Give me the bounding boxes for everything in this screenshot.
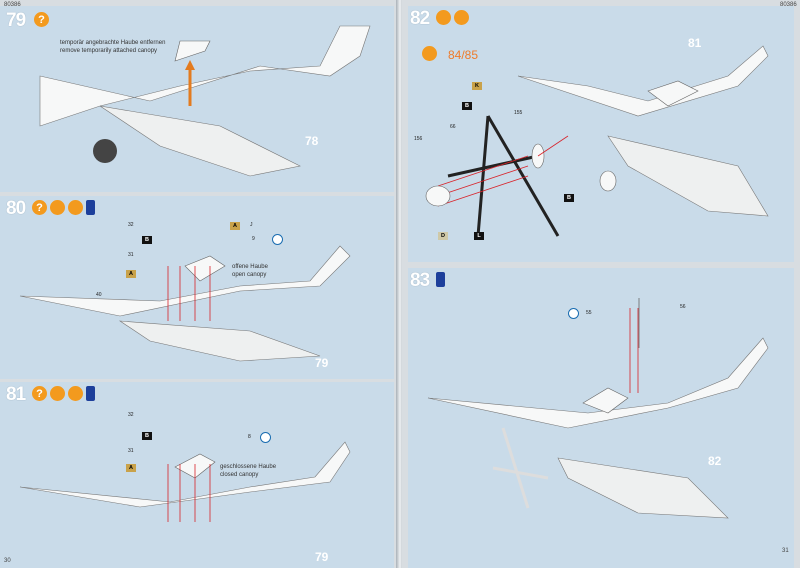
part-number: 155 — [514, 110, 523, 116]
page-number: 31 — [782, 548, 789, 554]
step-79-ref: 78 — [305, 134, 319, 148]
header-code: 80386 — [4, 2, 21, 8]
part-number: 8 — [248, 434, 251, 440]
part-number: 156 — [414, 136, 423, 142]
part-number: 55 — [586, 310, 592, 316]
tag-letter: J — [250, 222, 253, 228]
step-81-label-de: geschlossene Haube — [220, 464, 277, 470]
step-79-aircraft-drawing — [39, 25, 371, 177]
step-80-label-en: open canopy — [232, 272, 267, 278]
paint-icon — [454, 10, 469, 25]
marking-tag: A — [126, 270, 136, 278]
marking-tag: D — [438, 232, 448, 240]
left-page: 80386 79 ? temporär angebrachte Haube en… — [0, 0, 398, 568]
step-79-note-de: temporär angebrachte Haube entfernen — [60, 40, 166, 46]
step-82-panel: 82 84/85 156 66 155 K B B D L 81 — [408, 6, 794, 262]
right-page: 80386 82 84/85 156 66 155 K B — [402, 0, 800, 568]
part-number: 31 — [128, 252, 134, 258]
step-83-aircraft-drawing — [427, 298, 769, 519]
step-81-label-en: closed canopy — [220, 472, 259, 478]
step-83-panel: 83 55 56 82 — [408, 268, 794, 568]
step-number: 82 — [410, 8, 430, 29]
step-80-aircraft-drawing — [19, 245, 351, 362]
question-icon: ? — [32, 200, 47, 215]
marking-tag: A — [230, 222, 240, 230]
paint-icon — [68, 386, 83, 401]
step-79-note-en: remove temporarily attached canopy — [60, 48, 158, 54]
part-number: 32 — [128, 222, 134, 228]
gutter — [396, 0, 404, 568]
step-83-ref: 82 — [708, 454, 722, 468]
color-chip — [272, 234, 283, 245]
step-82-aircraft-drawing — [425, 45, 769, 237]
reference-steps: 84/85 — [448, 48, 479, 62]
step-number: 79 — [6, 10, 26, 31]
step-80-panel: 80 ? 32 31 40 9 B A A J offene Haube ope… — [0, 196, 394, 379]
step-82-ref: 81 — [688, 36, 702, 50]
step-80-ref: 79 — [315, 356, 329, 370]
step-number: 83 — [410, 270, 430, 291]
glue-icon — [422, 46, 437, 61]
part-number: 31 — [128, 448, 134, 454]
marking-tag: B — [462, 102, 472, 110]
page-number: 30 — [4, 558, 11, 564]
marking-tag: B — [142, 236, 152, 244]
step-79-panel: 79 ? temporär angebrachte Haube entferne… — [0, 6, 394, 192]
glue-icon — [436, 10, 451, 25]
paint-icon — [68, 200, 83, 215]
step-80-label-de: offene Haube — [232, 264, 268, 270]
step-81-ref: 79 — [315, 550, 329, 564]
question-icon: ? — [34, 12, 49, 27]
marking-tag: B — [142, 432, 152, 440]
marking-tag: K — [472, 82, 482, 90]
glue-icon — [50, 200, 65, 215]
marking-tag: B — [564, 194, 574, 202]
step-number: 80 — [6, 198, 26, 219]
color-chip — [260, 432, 271, 443]
step-81-aircraft-drawing — [19, 441, 351, 522]
header-code: 80386 — [780, 2, 797, 8]
part-number: 56 — [680, 304, 686, 310]
marking-tag: A — [126, 464, 136, 472]
part-number: 66 — [450, 124, 456, 130]
part-number: 32 — [128, 412, 134, 418]
color-chip — [568, 308, 579, 319]
step-number: 81 — [6, 384, 26, 405]
blue-paint-icon — [86, 200, 95, 215]
part-number: 40 — [96, 292, 102, 298]
question-icon: ? — [32, 386, 47, 401]
step-81-panel: 81 ? 32 31 8 B A geschlossene Haube clos… — [0, 382, 394, 568]
glue-icon — [50, 386, 65, 401]
blue-paint-icon — [436, 272, 445, 287]
part-number: 9 — [252, 236, 255, 242]
blue-paint-icon — [86, 386, 95, 401]
marking-tag: L — [474, 232, 484, 240]
